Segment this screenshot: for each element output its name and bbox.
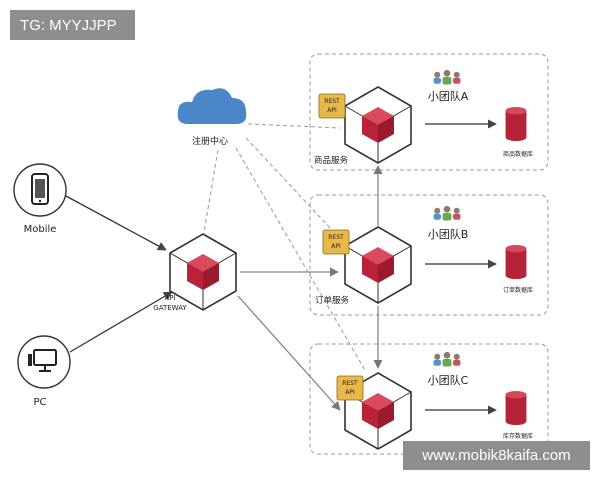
arrow-mobile-to-gateway [65, 195, 167, 251]
team-a-label: 小团队A [428, 89, 469, 103]
order-service-label: 订单服务 [315, 295, 350, 306]
arrow-gateway-to-inventory [237, 295, 341, 411]
team-b-people-icon [433, 205, 461, 221]
registry-link-inventory [235, 147, 367, 373]
pc-label: PC [33, 397, 46, 408]
mobile-label: Mobile [24, 224, 57, 235]
team-c-people-icon [433, 351, 461, 367]
team-b-label: 小团队B [428, 227, 469, 241]
team-c-label: 小团队C [428, 373, 469, 387]
order-db-label: 订单数据库 [503, 286, 533, 294]
rest-api-badge-goods: REST API [318, 93, 346, 119]
watermark-bottom-right: www.mobik8kaifa.com [403, 441, 590, 470]
desktop-computer-icon [28, 349, 57, 372]
registry-link-order [245, 137, 347, 246]
rest-badge-line1: REST [342, 380, 358, 387]
goods-service-cube [344, 86, 412, 164]
goods-service-label: 商品服务 [314, 155, 349, 166]
mobile-client [13, 163, 67, 217]
service-box-order [309, 194, 549, 316]
goods-db-label: 商品数据库 [503, 150, 533, 158]
order-service-cube [344, 226, 412, 304]
goods-db-icon [505, 106, 527, 142]
cloud-icon [177, 88, 247, 124]
gateway-cube [169, 233, 237, 311]
rest-badge-line2: API [331, 243, 341, 250]
inventory-db-icon [505, 390, 527, 426]
smartphone-icon [31, 173, 49, 205]
registry-link-goods [247, 123, 341, 129]
rest-api-badge-order: REST API [322, 229, 350, 255]
rest-badge-line1: REST [324, 98, 340, 105]
rest-badge-line2: API [345, 389, 355, 396]
rest-api-badge-inventory: REST API [336, 375, 364, 401]
registry-link-gateway [203, 149, 219, 233]
inventory-db-label: 库存数据库 [503, 432, 533, 440]
pc-client [17, 335, 71, 389]
order-db-icon [505, 244, 527, 280]
rest-badge-line1: REST [328, 234, 344, 241]
gateway-label-line2: GATEWAY [153, 304, 187, 312]
watermark-top-left: TG: MYYJJPP [10, 10, 135, 40]
gateway-label-line1: API [164, 294, 175, 302]
arrow-pc-to-gateway [69, 291, 173, 353]
rest-badge-line2: API [327, 107, 337, 114]
service-box-goods [309, 53, 549, 171]
team-a-people-icon [433, 69, 461, 85]
registry-label: 注册中心 [192, 135, 228, 147]
